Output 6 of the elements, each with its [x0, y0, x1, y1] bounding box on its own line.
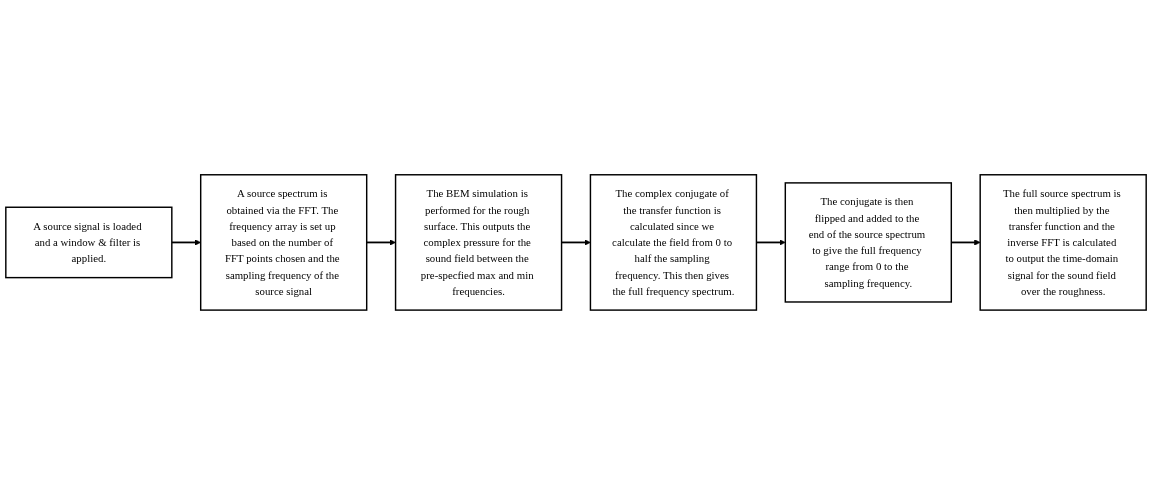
node-box: A source signal is loaded and a window & filter is applied.: [5, 206, 173, 278]
node-box: A source spectrum is obtained via the FFT. The frequency array is set up based on the number of FFT points chosen and the sampling frequency of the source signal: [199, 173, 368, 311]
node-box: The conjugate is then flipped and added to the end of the source spectrum to give the full frequency range from 0 to the sampling frequency.: [784, 181, 953, 303]
node-box: The BEM simulation is performed for the rough surface. This outputs the complex pressure for the sound field between the pre-specfied max and min frequencies.: [394, 173, 563, 311]
node-box: The complex conjugate of the transfer function is calculated since we calculate the field from 0 to half the sampling frequency. This then gives the full frequency spectrum.: [589, 173, 758, 311]
node-box: The full source spectrum is then multiplied by the transfer function and the inverse FFT is calculated to output the time-domain signal for the sound field over the roughness.: [979, 173, 1147, 311]
